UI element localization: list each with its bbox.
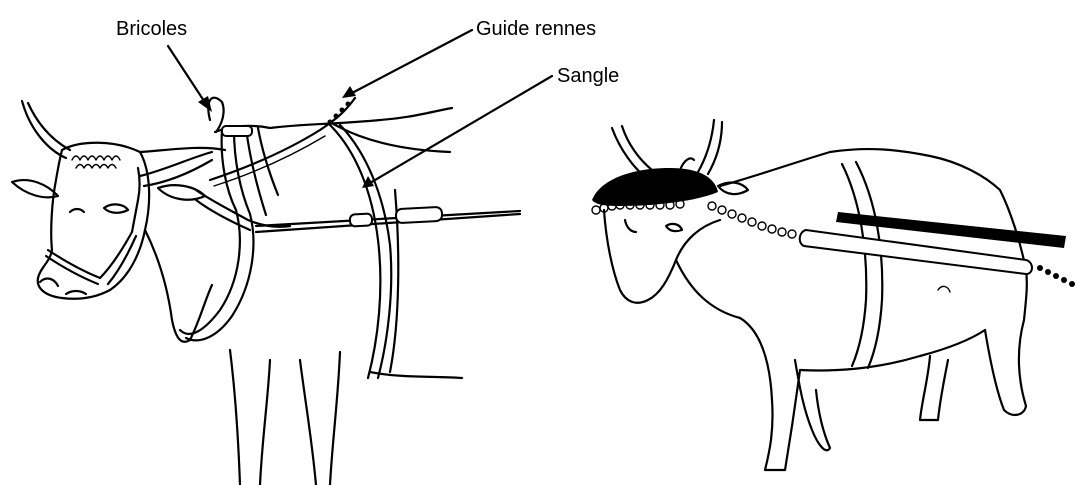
sangle-pointer-arrow xyxy=(362,76,552,188)
guide-rennes-pointer-arrow xyxy=(342,30,472,98)
label-sangle: Sangle xyxy=(557,66,619,86)
left-ox-drawing xyxy=(12,98,520,485)
bricoles-pointer-arrow xyxy=(168,46,212,112)
guide-rein-beads xyxy=(328,102,351,125)
right-ox-drawing xyxy=(592,120,1075,470)
label-guide-rennes: Guide rennes xyxy=(476,19,596,39)
label-bricoles: Bricoles xyxy=(116,19,187,39)
